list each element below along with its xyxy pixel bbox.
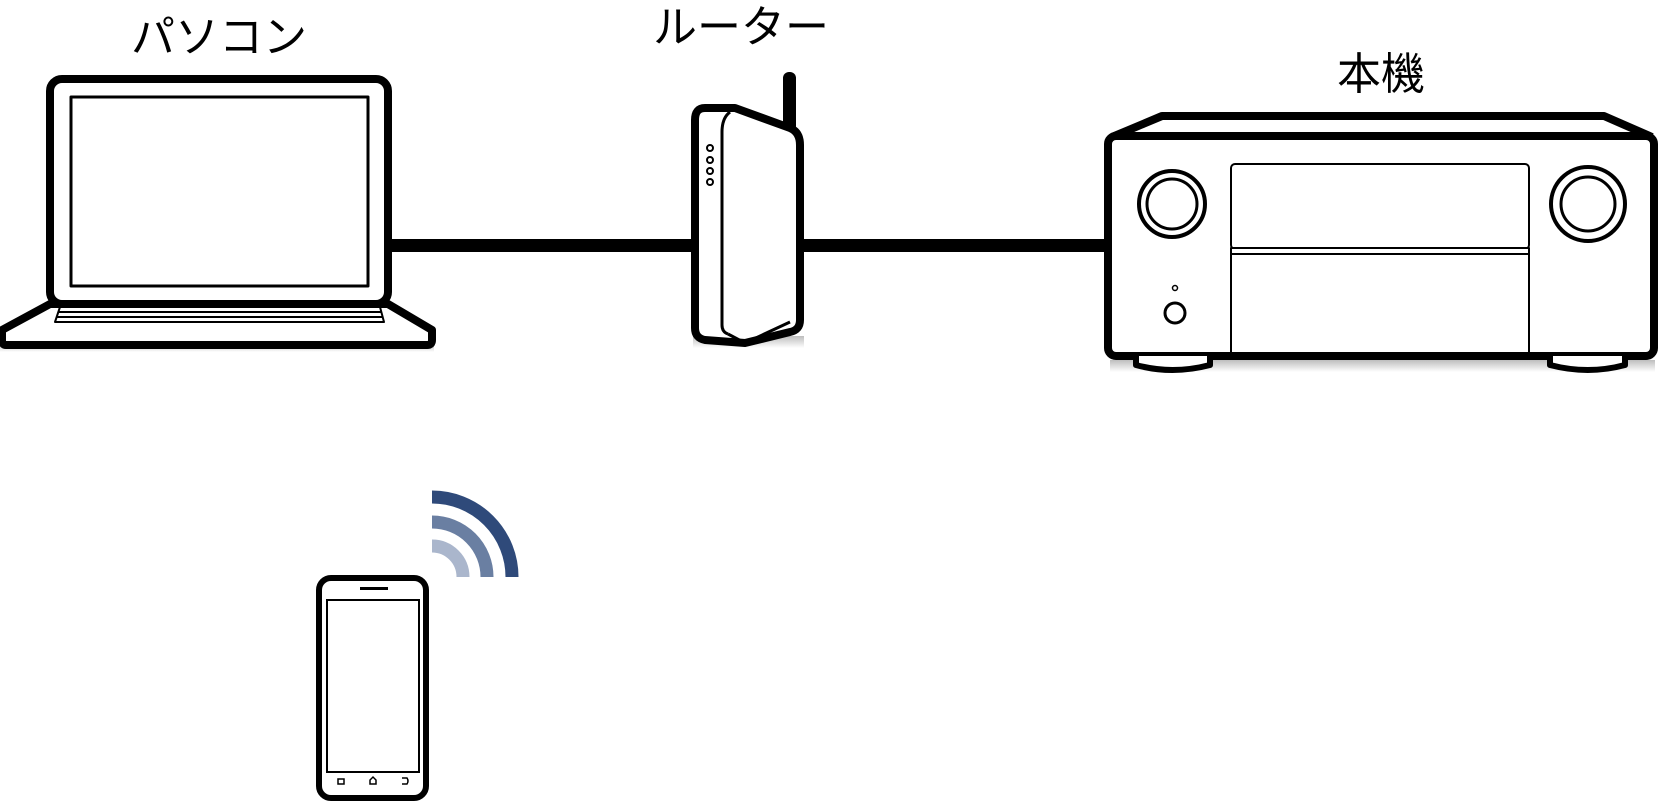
label-unit: 本機 [1337, 49, 1425, 100]
speaker-slot [360, 587, 388, 590]
power-button [1163, 301, 1187, 325]
left-knob [1137, 169, 1207, 239]
router-icon [691, 72, 804, 348]
display-panel [1230, 163, 1530, 250]
ethernet-cable [386, 239, 1108, 252]
smartphone-icon [316, 575, 429, 801]
front-door [1230, 247, 1530, 354]
laptop-icon [0, 75, 436, 352]
receiver-feet [1133, 356, 1628, 373]
label-router: ルーター [653, 2, 829, 53]
wifi-signal-icon [431, 490, 519, 578]
phone-nav-buttons [337, 775, 409, 785]
router-leds [706, 144, 714, 186]
right-knob [1549, 165, 1627, 243]
keyboard [54, 306, 385, 323]
standby-led [1171, 284, 1179, 292]
av-receiver-icon [1104, 112, 1658, 373]
label-pc: パソコン [131, 12, 307, 63]
